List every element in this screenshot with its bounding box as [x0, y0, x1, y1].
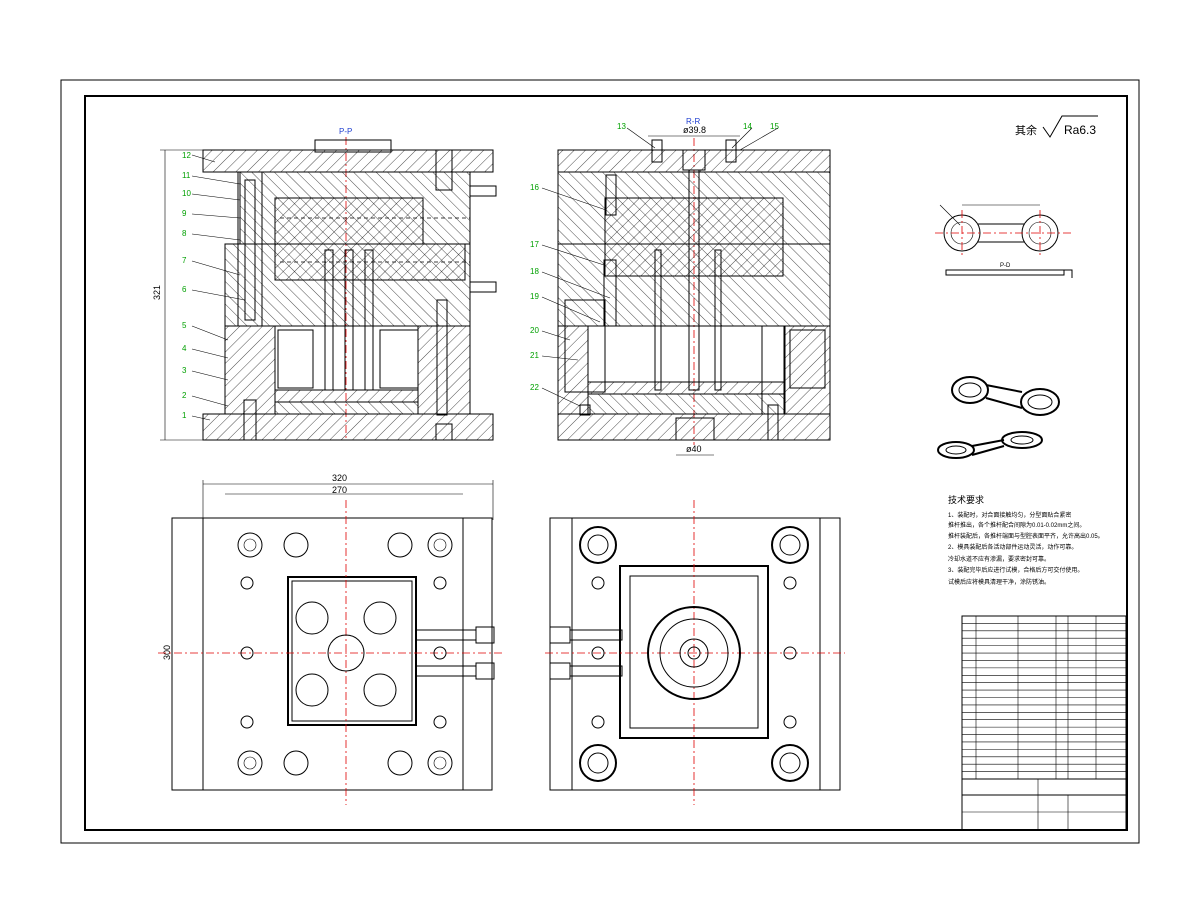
technical-requirements: 技术要求 1、装配时，对合面接触均匀，分型面贴合紧密 推杆推出，各个推杆配合间隙…	[948, 494, 1104, 586]
part-view-label: P-D	[1000, 263, 1011, 269]
label-17: 17	[530, 240, 539, 249]
plan-view-left: 320 270 300	[158, 473, 505, 805]
left-part-labels: 12 11 10 9 8 7 6 5 4 3 2 1	[182, 151, 246, 421]
label-10: 10	[182, 189, 191, 198]
label-7: 7	[182, 256, 187, 265]
label-8: 8	[182, 229, 187, 238]
parts-list-table	[961, 615, 1127, 831]
tech-line-1: 1、装配时，对合面接触均匀，分型面贴合紧密	[948, 511, 1071, 519]
label-4: 4	[182, 344, 187, 353]
width-outer-dim: 320	[332, 473, 347, 483]
roughness-prefix: 其余	[1015, 123, 1037, 137]
label-15: 15	[770, 122, 779, 131]
right-part-labels: 13 14 15 16 17 18 19 20 21 22	[530, 122, 779, 407]
section-pp-view: P-P	[152, 127, 497, 441]
label-11: 11	[182, 171, 191, 180]
label-2: 2	[182, 391, 187, 400]
label-9: 9	[182, 209, 187, 218]
tech-line-2: 推杆推出，各个推杆配合间隙为0.01-0.02mm之间。	[948, 521, 1085, 529]
label-12: 12	[182, 151, 191, 160]
label-14: 14	[743, 122, 752, 131]
label-1: 1	[182, 411, 187, 420]
plan-height-dim: 300	[162, 645, 172, 660]
roughness-value: Ra6.3	[1064, 123, 1096, 137]
plan-view-right	[545, 500, 845, 805]
tech-line-7: 试模后应将模具清理干净，涂防锈油。	[948, 578, 1050, 586]
label-20: 20	[530, 326, 539, 335]
outer-border	[60, 79, 1140, 844]
part-3d-view	[937, 376, 1060, 459]
label-18: 18	[530, 267, 539, 276]
section-rr-view: R-R ø39.8 ø40	[557, 117, 831, 456]
tech-line-6: 3、装配完毕后应进行试模，合格后方可交付使用。	[948, 566, 1083, 574]
label-16: 16	[530, 183, 539, 192]
tech-title: 技术要求	[948, 494, 984, 505]
roughness-symbol: 其余 Ra6.3	[1015, 115, 1098, 138]
tech-line-3: 推杆装配后，各推杆端面与型腔表面平齐，允许高出0.05。	[948, 532, 1104, 540]
inner-border	[84, 95, 1128, 831]
section-rr-title: R-R	[686, 117, 700, 126]
label-21: 21	[530, 351, 539, 360]
tech-line-5: 冷却水道不应有渗漏，要求密封可靠。	[948, 555, 1050, 563]
label-19: 19	[530, 292, 539, 301]
label-3: 3	[182, 366, 187, 375]
section-pp-title: P-P	[339, 127, 352, 136]
label-22: 22	[530, 383, 539, 392]
label-6: 6	[182, 285, 187, 294]
height-dim: 321	[152, 285, 162, 300]
label-13: 13	[617, 122, 626, 131]
label-5: 5	[182, 321, 187, 330]
rr-dim: ø39.8	[683, 125, 706, 135]
tech-line-4: 2、模具装配后各活动部件运动灵活，动作可靠。	[948, 543, 1077, 551]
width-inner-dim: 270	[332, 485, 347, 495]
part-drawing: P-D	[935, 204, 1073, 278]
bottom-dim: ø40	[686, 444, 702, 454]
